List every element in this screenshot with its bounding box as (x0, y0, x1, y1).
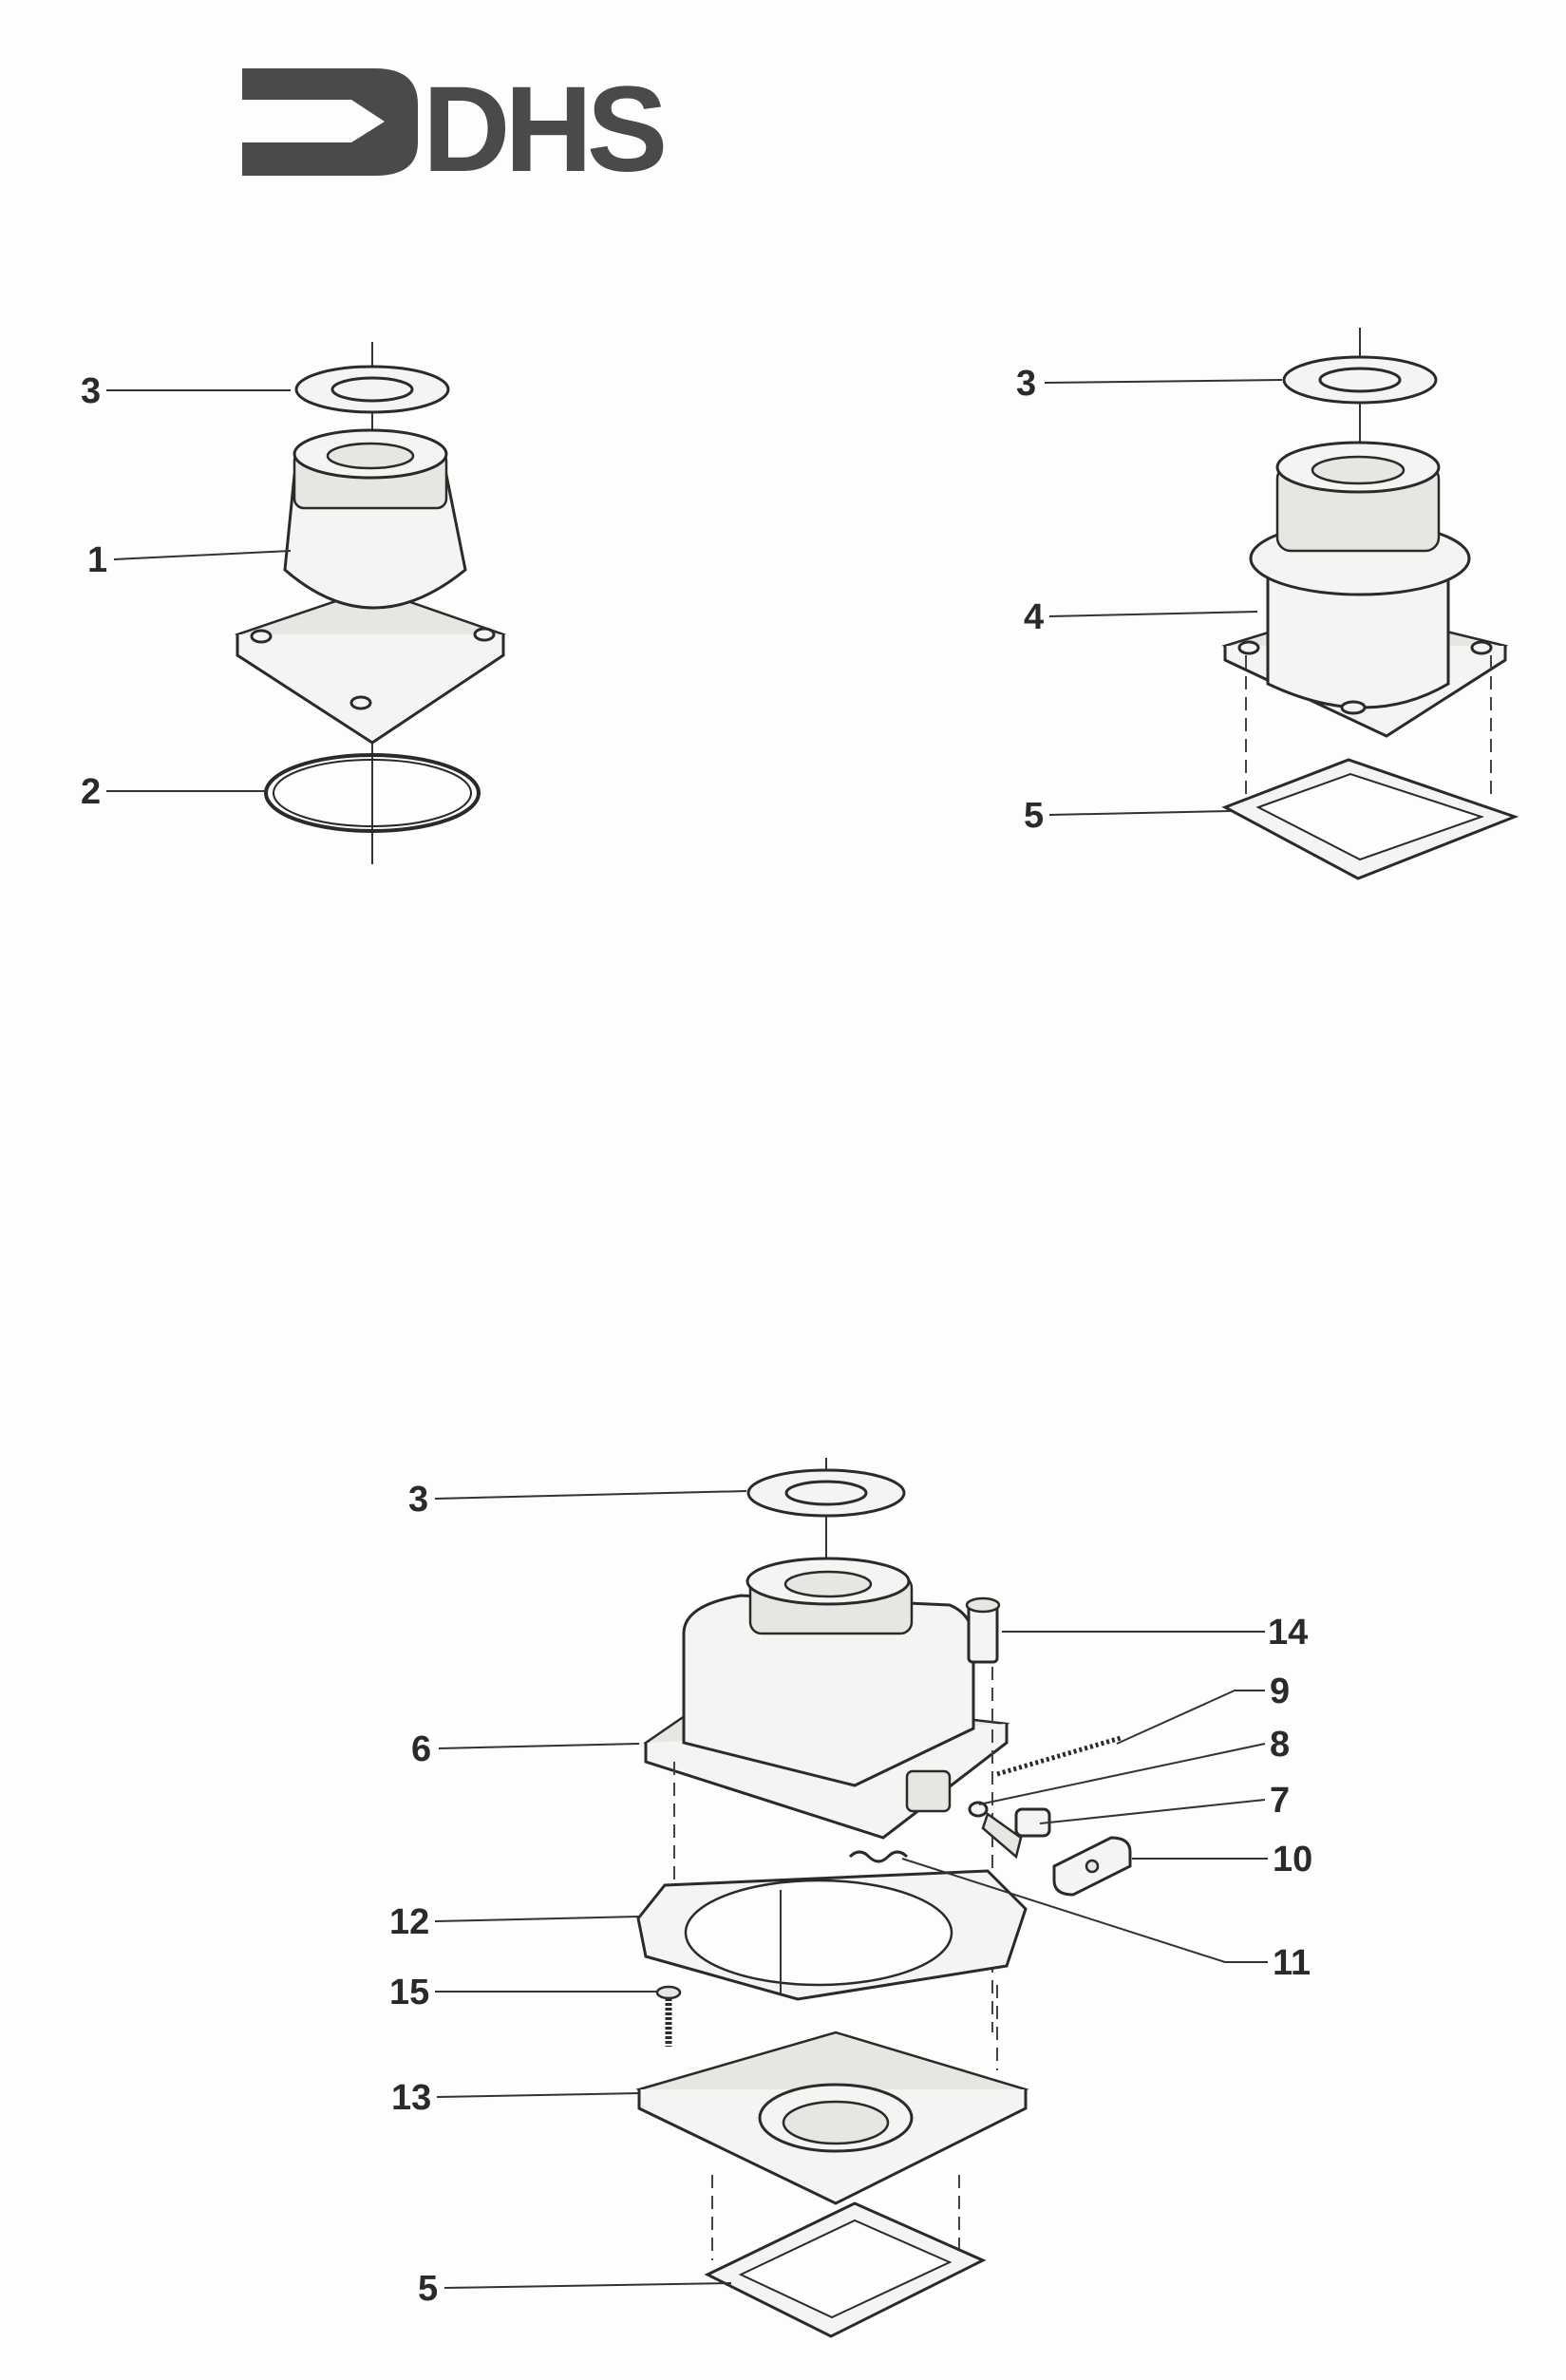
leader-line (1116, 1690, 1265, 1745)
part-5-gasket (704, 2201, 987, 2338)
callout-label: 12 (389, 1902, 429, 1942)
part-6-housing (643, 1557, 1010, 1840)
callout-label: 5 (1024, 796, 1044, 836)
part-15-screw (655, 1985, 682, 2047)
callout-label: 13 (391, 2078, 431, 2118)
leader-line (1044, 379, 1283, 384)
leader-line (436, 2092, 640, 2098)
part-3-washer (746, 1468, 906, 1518)
leader-line (1048, 611, 1258, 617)
callout-label: 3 (81, 371, 101, 411)
leader-line (113, 550, 292, 560)
leader-line (443, 2282, 732, 2289)
callout-label: 6 (411, 1729, 431, 1769)
top-left-assembly: 3 1 2 (81, 342, 506, 864)
part-7-screw (981, 1807, 1051, 1860)
callout-label: 3 (408, 1480, 428, 1520)
callout-label: 9 (1270, 1672, 1290, 1711)
callout-label: 3 (1016, 364, 1036, 404)
leader-line (1039, 1799, 1266, 1824)
leader-line (434, 1916, 640, 1922)
top-right-assembly: 3 4 5 (1016, 328, 1519, 880)
leader-line (978, 1743, 1266, 1805)
part-13-plate (635, 2031, 1029, 2205)
callout-label: 4 (1024, 597, 1044, 637)
part-8-washer (968, 1801, 989, 1818)
part-11-spring (848, 1850, 909, 1863)
bottom-assembly: 3 6 12 15 13 5 14 9 8 7 10 11 (389, 1458, 1312, 2338)
part-1-housing (235, 428, 506, 745)
callout-label: 1 (87, 540, 107, 580)
part-12-gasket (636, 1869, 1028, 2001)
leader-line (901, 1858, 1268, 1963)
logo-arrow-icon (242, 68, 418, 176)
callout-label: 14 (1268, 1613, 1308, 1653)
callout-label: 11 (1273, 1943, 1311, 1983)
callout-label: 7 (1270, 1781, 1290, 1821)
logo-text: DHS (423, 62, 664, 198)
callout-label: 2 (81, 772, 101, 812)
part-14-bolt (965, 1596, 1001, 1664)
leader-line (438, 1743, 640, 1749)
callout-label: 5 (418, 2269, 438, 2309)
dhs-logo: DHS (242, 62, 670, 198)
callout-label: 15 (389, 1973, 429, 2012)
part-3-washer (1282, 355, 1438, 405)
part-4-housing (1221, 441, 1509, 738)
leader-line (434, 1490, 747, 1500)
part-3-washer (294, 365, 450, 414)
part-5-gasket (1221, 758, 1519, 880)
callout-label: 8 (1270, 1725, 1290, 1765)
part-2-o-ring (264, 753, 481, 833)
part-10-cover (1052, 1836, 1132, 1897)
part-9-pin (996, 1735, 1122, 1777)
callout-label: 10 (1273, 1840, 1312, 1879)
leader-line (1048, 810, 1232, 816)
